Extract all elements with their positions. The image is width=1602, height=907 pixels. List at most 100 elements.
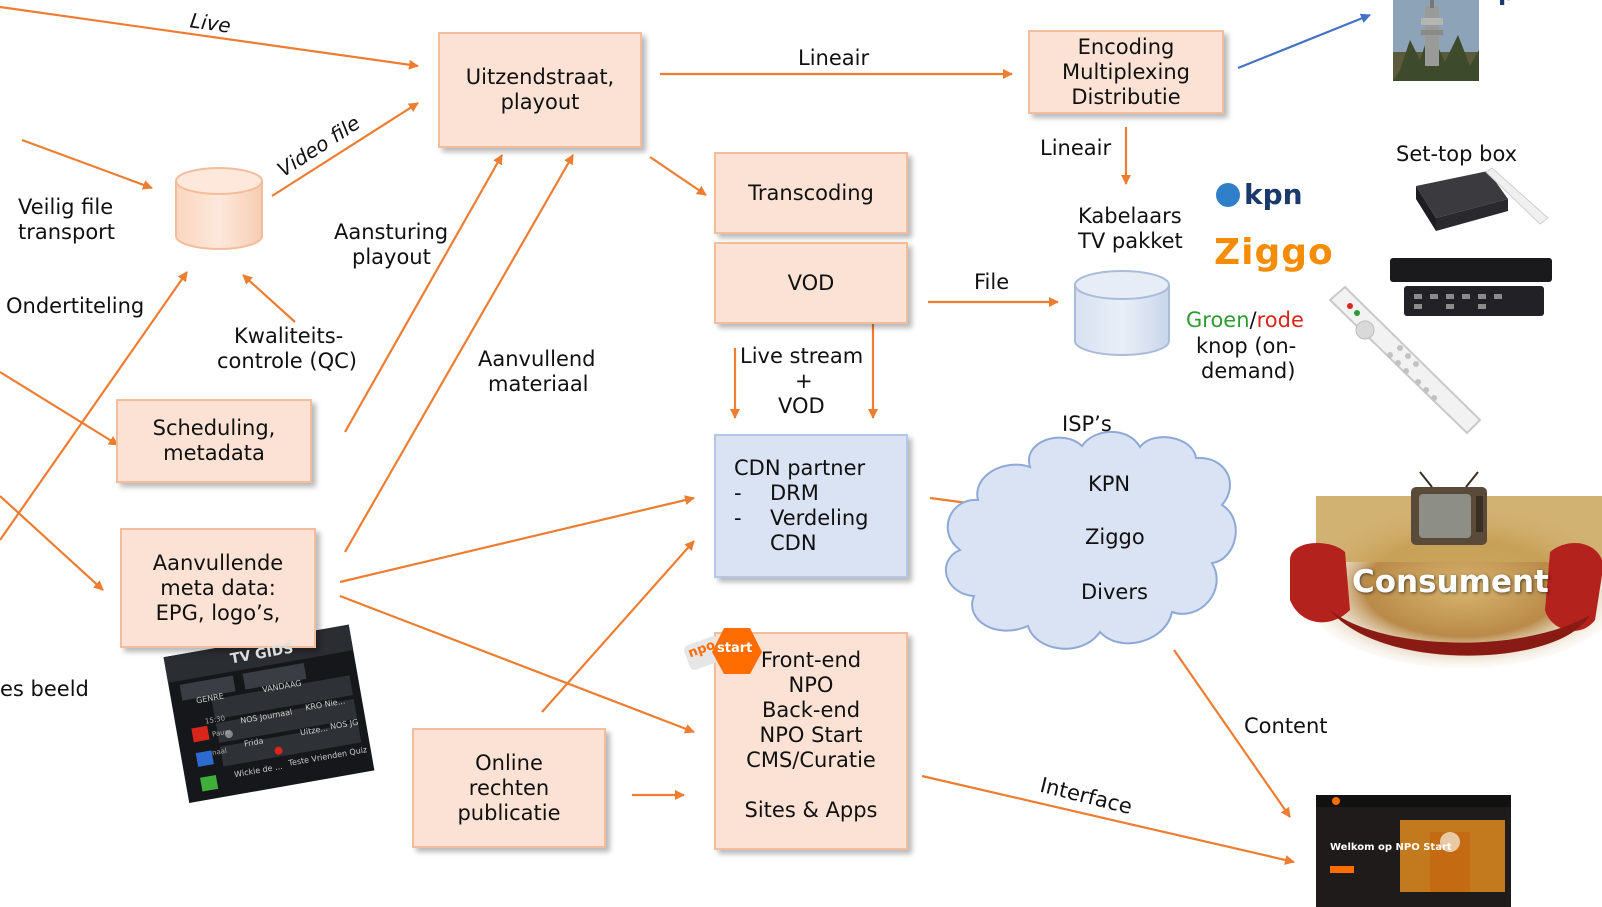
arrow-online-cdn: [541, 540, 695, 713]
kpn-logo: kpn: [1216, 178, 1303, 211]
npo-start-screenshot: [1316, 795, 1511, 907]
kpn-logo-text: kpn: [1244, 178, 1303, 211]
arrow-live: [0, 5, 419, 70]
label-content: Content: [1244, 714, 1328, 738]
online-rechten-box: Online rechten publicatie: [412, 728, 606, 848]
cdn-item-verdeling: - Verdeling: [734, 506, 868, 531]
uitzendstraat-line1: Uitzendstraat,: [465, 65, 615, 89]
label-live-stream-1: Live stream: [740, 344, 864, 368]
scheduling-line1: Scheduling,: [152, 416, 276, 440]
label-kabelaars-1: Kabelaars: [1078, 204, 1182, 228]
set-top-box-photo: [1390, 167, 1552, 316]
consument-label: Consument: [1352, 564, 1549, 600]
cdn-dash-2: -: [734, 506, 742, 530]
online-line3: publicatie: [457, 800, 561, 825]
arrow-tower: [1237, 13, 1371, 70]
label-kwaliteit-1: Kwaliteits-: [234, 324, 344, 348]
label-groen: Groen: [1186, 308, 1250, 332]
kpn-logo-icon: [1216, 183, 1240, 207]
cloud-label-ziggo: Ziggo: [1085, 525, 1145, 549]
label-kabelaars-2: TV pakket: [1078, 229, 1183, 253]
label-slash: /: [1249, 308, 1257, 332]
label-rode: rode: [1256, 308, 1304, 332]
aanvullende-line2: meta data:: [160, 575, 276, 600]
cdn-title: CDN partner: [734, 456, 866, 480]
tv-gids-screenshot: [163, 624, 375, 804]
aanvullende-line1: Aanvullende: [152, 550, 284, 575]
arrow-uitzend-transcoding: [649, 156, 707, 196]
arrow-qc: [242, 274, 296, 323]
arrow-to-scheduling: [0, 371, 119, 446]
frontend-line3: Back-end: [761, 698, 861, 722]
arrow-video-file: [271, 102, 419, 197]
label-settop: Set-top box: [1396, 142, 1518, 166]
cylinder-db-icon: [175, 167, 263, 250]
label-es-beeld: es beeld: [0, 677, 89, 701]
frontend-line2: NPO: [788, 673, 834, 697]
kpn-logo-top: kpn: [1482, 0, 1532, 6]
label-live-stream-2: +: [795, 369, 813, 393]
label-file: File: [974, 270, 1010, 294]
start-logo-text: start: [717, 641, 753, 656]
arrow-to-aanvullende: [0, 495, 104, 591]
label-veilig-file-2: transport: [18, 220, 116, 244]
label-isps: ISP’s: [1062, 412, 1112, 436]
arrow-aanvullend: [344, 154, 574, 553]
scheduling-line2: metadata: [163, 441, 265, 465]
npo-screen-headline: Welkom op NPO Start: [1330, 842, 1452, 853]
cloud-label-divers: Divers: [1081, 580, 1148, 604]
arrow-into-cylinder: [21, 138, 153, 190]
uitzendstraat-line2: playout: [500, 90, 580, 114]
frontend-line5: CMS/Curatie: [746, 748, 876, 772]
encoding-line2: Multiplexing: [1062, 59, 1190, 84]
arrow-ondertiteling: [0, 271, 188, 541]
arrow-cloud-content: [1173, 649, 1291, 818]
frontend-line1: Front-end: [760, 648, 862, 672]
frontend-line6: Sites & Apps: [744, 798, 878, 822]
label-lineair-mid: Lineair: [1040, 136, 1112, 160]
label-aansturing-1: Aansturing: [334, 220, 449, 244]
cdn-item-cdn-text: CDN: [770, 531, 817, 555]
scheduling-box: Scheduling, metadata: [116, 399, 312, 483]
label-veilig-file-1: Veilig file: [18, 195, 114, 219]
cloud-label-kpn: KPN: [1088, 472, 1131, 496]
label-live-stream-3: VOD: [778, 394, 825, 418]
cdn-dash-1: -: [734, 481, 742, 505]
aanvullende-meta-box: Aanvullende meta data: EPG, logo’s,: [120, 528, 316, 648]
remote-control-photo: [1328, 285, 1482, 435]
transcoding-box: Transcoding: [714, 152, 908, 234]
online-line1: Online: [475, 750, 543, 775]
label-aanvullend-2: materiaal: [488, 372, 589, 396]
arrow-meta-frontend: [339, 594, 695, 734]
label-kwaliteit-2: controle (QC): [217, 349, 357, 373]
label-ondertiteling: Ondertiteling: [6, 294, 145, 318]
arrow-meta-cdn: [339, 495, 695, 584]
living-room-photo: [1290, 471, 1602, 668]
label-knop-1: knop (on-: [1196, 334, 1297, 358]
uitzendstraat-box: Uitzendstraat, playout: [438, 32, 642, 148]
online-line2: rechten: [468, 775, 550, 800]
encoding-line1: Encoding: [1077, 34, 1175, 59]
cloud-icon: [944, 431, 1237, 650]
frontend-line4: NPO Start: [759, 723, 863, 747]
transcoding-label: Transcoding: [748, 180, 874, 205]
cylinder-db-icon: [1074, 270, 1170, 356]
npo-start-logo: npo start: [684, 626, 764, 676]
arrow-aansturing: [344, 154, 503, 433]
vod-label: VOD: [787, 270, 835, 295]
tv-tower-photo: [1393, 0, 1479, 81]
cdn-item-drm: - DRM: [734, 481, 819, 506]
label-aansturing-2: playout: [352, 245, 431, 269]
encoding-line3: Distributie: [1071, 84, 1181, 109]
cdn-item-verdeling-text: Verdeling: [770, 506, 869, 530]
label-lineair-top: Lineair: [798, 46, 870, 70]
encoding-box: Encoding Multiplexing Distributie: [1028, 30, 1224, 114]
npo-start-logo-icon: [684, 628, 762, 674]
cdn-item-drm-text: DRM: [770, 481, 819, 505]
aanvullende-line3: EPG, logo’s,: [155, 600, 281, 625]
label-groen-rode: Groen/rode: [1186, 308, 1304, 333]
arrows: [0, 5, 1295, 865]
label-aanvullend-1: Aanvullend: [478, 347, 596, 371]
cdn-partner-box: CDN partner - DRM - Verdeling CDN: [714, 434, 908, 578]
